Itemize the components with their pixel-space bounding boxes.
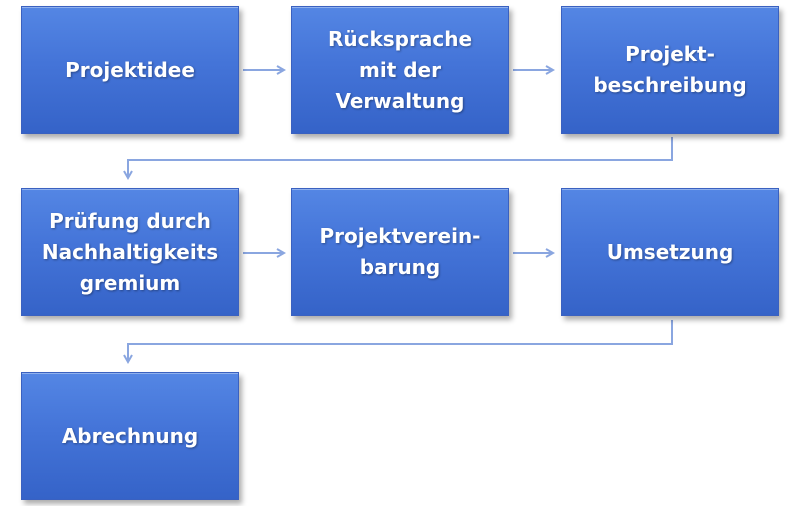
step-label: Projekt- beschreibung [593,42,747,97]
step-label: Rücksprache mit der Verwaltung [327,26,473,113]
step-label: Projektidee [65,57,195,82]
step-abrechnung: Abrechnung [21,372,239,500]
step-label: Abrechnung [61,423,199,448]
arrow-step6-to-step7 [128,320,673,362]
step-projektvereinbarung: Projektverein- barung [291,188,509,316]
step-projektbeschreibung: Projekt- beschreibung [561,6,779,134]
step-label: Umsetzung [606,239,734,264]
step-ruecksprache-verwaltung: Rücksprache mit der Verwaltung [291,6,509,134]
step-label: Projektverein- barung [319,224,481,279]
step-pruefung-nachhaltigkeitsgremium: Prüfung durch Nachhaltigkeits gremium [21,188,239,316]
step-umsetzung: Umsetzung [561,188,779,316]
step-label: Prüfung durch Nachhaltigkeits gremium [41,208,219,295]
step-projektidee: Projektidee [21,6,239,134]
arrow-step3-to-step4 [128,137,673,178]
